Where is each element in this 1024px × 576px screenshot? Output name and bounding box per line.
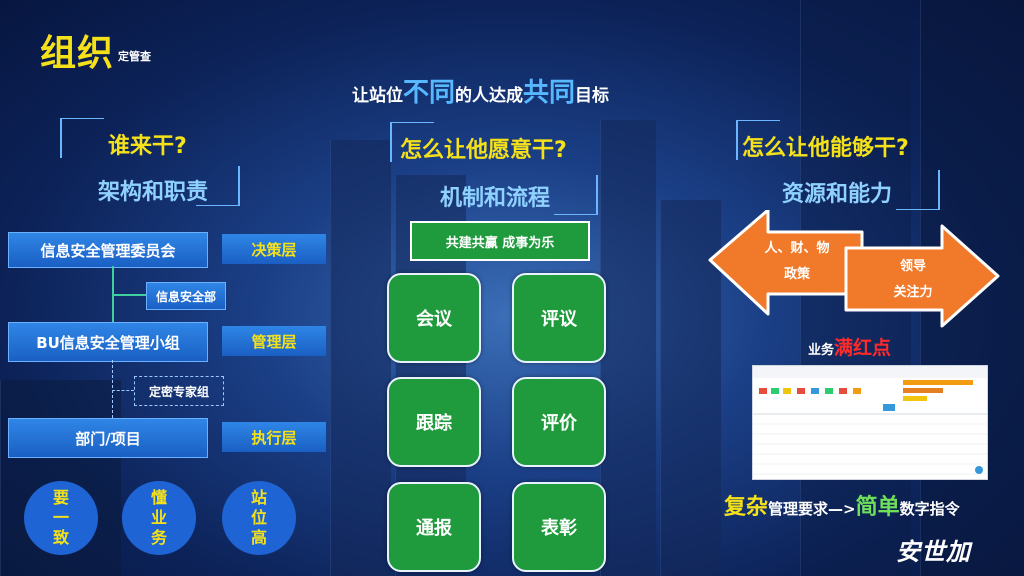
- principle-char: 一: [52, 508, 69, 527]
- bracket-decoration: [554, 214, 598, 215]
- bracket-decoration: [736, 120, 780, 121]
- footer-slogan: 复杂管理要求—>简单数字指令: [724, 489, 960, 521]
- mechanism-tile-meeting: 会议: [387, 273, 481, 363]
- bracket-decoration: [60, 118, 104, 119]
- bracket-decoration: [196, 205, 240, 206]
- bracket-decoration: [60, 118, 62, 158]
- right-arrow-label: 领导 关注力: [868, 254, 958, 306]
- hotspot-emphasis: 满红点: [834, 337, 892, 359]
- principle-circle: 要 一 致: [24, 481, 98, 555]
- footer-text: 管理要求—>: [768, 500, 856, 518]
- resource-arrows: [708, 210, 1000, 328]
- layer-execution: 执行层: [222, 422, 326, 452]
- headline-part: 目标: [575, 86, 610, 106]
- org-committee: 信息安全管理委员会: [8, 232, 208, 268]
- arrow-text-line: 领导: [899, 259, 926, 274]
- mechanism-tile-review: 评议: [512, 273, 606, 363]
- principle-circle: 站 位 高: [222, 481, 296, 555]
- bracket-decoration: [736, 120, 738, 160]
- principle-char: 务: [150, 528, 167, 547]
- org-bu-group: BU信息安全管理小组: [8, 322, 208, 362]
- arrow-text-line: 人、财、物: [764, 241, 830, 256]
- hotspot-prefix: 业务: [808, 343, 835, 358]
- mechanism-tile-commend: 表彰: [512, 482, 606, 572]
- principle-char: 要: [52, 488, 69, 507]
- bracket-decoration: [390, 122, 392, 162]
- column-question: 怎么让他愿意干?: [400, 138, 567, 163]
- layer-management: 管理层: [222, 326, 326, 356]
- layer-decision: 决策层: [222, 234, 326, 264]
- principle-char: 懂: [150, 488, 167, 507]
- right-arrow-shape: [844, 224, 1000, 328]
- column-answer: 资源和能力: [782, 182, 893, 207]
- headline-part: 让站位: [352, 86, 403, 106]
- column-question: 谁来干?: [108, 134, 187, 159]
- page-subtitle: 定管查: [118, 50, 151, 63]
- footer-text: 数字指令: [899, 500, 960, 518]
- headline-emphasis: 不同: [403, 78, 456, 108]
- background-building: [600, 120, 656, 576]
- org-project: 部门/项目: [8, 418, 208, 458]
- principle-circle: 懂 业 务: [122, 481, 196, 555]
- principle-char: 站: [250, 488, 267, 507]
- headline: 让站位不同的人达成共同目标: [352, 72, 609, 109]
- mechanism-tile-tracking: 跟踪: [387, 377, 481, 467]
- column-answer: 机制和流程: [440, 186, 551, 211]
- bracket-decoration: [938, 170, 940, 210]
- column-question: 怎么让他能够干?: [742, 136, 909, 161]
- footer-emphasis: 复杂: [724, 495, 769, 520]
- bracket-decoration: [596, 175, 598, 215]
- mechanism-slogan: 共建共赢 成事为乐: [410, 221, 590, 261]
- org-expert-group: 定密专家组: [134, 376, 224, 406]
- headline-part: 的人达成: [455, 86, 524, 106]
- mechanism-tile-notice: 通报: [387, 482, 481, 572]
- bracket-decoration: [238, 166, 240, 206]
- principle-char: 高: [250, 528, 267, 547]
- mechanism-tile-evaluation: 评价: [512, 377, 606, 467]
- headline-emphasis: 共同: [523, 78, 576, 108]
- dashboard-thumbnail: [752, 365, 988, 480]
- bracket-decoration: [896, 209, 940, 210]
- left-arrow-label: 人、财、物 政策: [752, 236, 842, 288]
- org-connector: [112, 294, 146, 296]
- principle-char: 业: [150, 508, 167, 527]
- bracket-decoration: [390, 122, 434, 123]
- org-connector: [112, 390, 134, 392]
- dashboard-mock: [753, 366, 987, 475]
- principle-char: 位: [250, 508, 267, 527]
- column-answer: 架构和职责: [98, 180, 209, 205]
- brand-logo: 安世加: [896, 538, 971, 566]
- arrow-text-line: 政策: [783, 267, 810, 282]
- principle-char: 致: [52, 528, 69, 547]
- arrow-text-line: 关注力: [893, 285, 933, 300]
- org-connector: [112, 360, 114, 418]
- hotspot-label: 业务满红点: [808, 333, 891, 360]
- org-dept: 信息安全部: [146, 282, 226, 310]
- footer-emphasis: 简单: [855, 495, 900, 520]
- background-building: [330, 140, 391, 576]
- page-title: 组织: [40, 33, 115, 74]
